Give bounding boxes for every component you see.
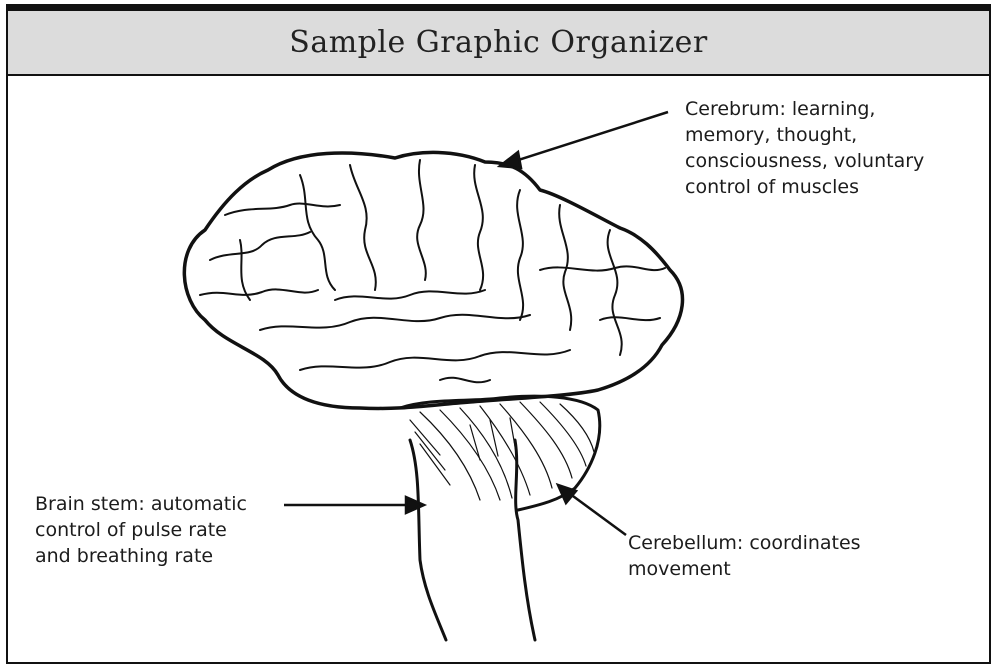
cerebrum-label-line: control of muscles xyxy=(685,174,924,200)
cerebrum xyxy=(184,152,682,408)
brain-stem-label-line: Brain stem: automatic xyxy=(35,491,247,517)
cerebellum-label: Cerebellum: coordinates movement xyxy=(628,530,861,582)
cerebrum-arrowhead xyxy=(500,152,521,168)
brain-stem-label-line: and breathing rate xyxy=(35,543,247,569)
cerebrum-label-line: consciousness, voluntary xyxy=(685,148,924,174)
cerebrum-label: Cerebrum: learning, memory, thought, con… xyxy=(685,96,924,200)
brain-stem-label: Brain stem: automatic control of pulse r… xyxy=(35,491,247,569)
cerebrum-label-line: memory, thought, xyxy=(685,122,924,148)
cerebellum-label-line: Cerebellum: coordinates xyxy=(628,530,861,556)
brain-stem xyxy=(410,440,535,640)
cerebellum-label-line: movement xyxy=(628,556,861,582)
brain-stem-arrowhead xyxy=(406,497,424,513)
cerebrum-pointer-line xyxy=(506,112,668,164)
brain-stem-label-line: control of pulse rate xyxy=(35,517,247,543)
cerebrum-label-line: Cerebrum: learning, xyxy=(685,96,924,122)
